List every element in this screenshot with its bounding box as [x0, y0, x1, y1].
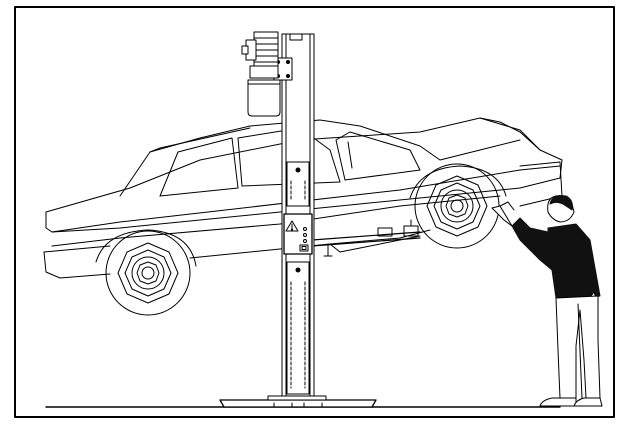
lift-column [219, 33, 377, 408]
figure-border [14, 6, 615, 418]
lift-arm [311, 141, 421, 257]
front-wheel [414, 163, 500, 249]
car [43, 117, 563, 279]
person [491, 195, 603, 407]
rear-wheel [105, 230, 191, 316]
warning-triangle-icon [285, 220, 299, 232]
motor-icon [241, 31, 281, 117]
